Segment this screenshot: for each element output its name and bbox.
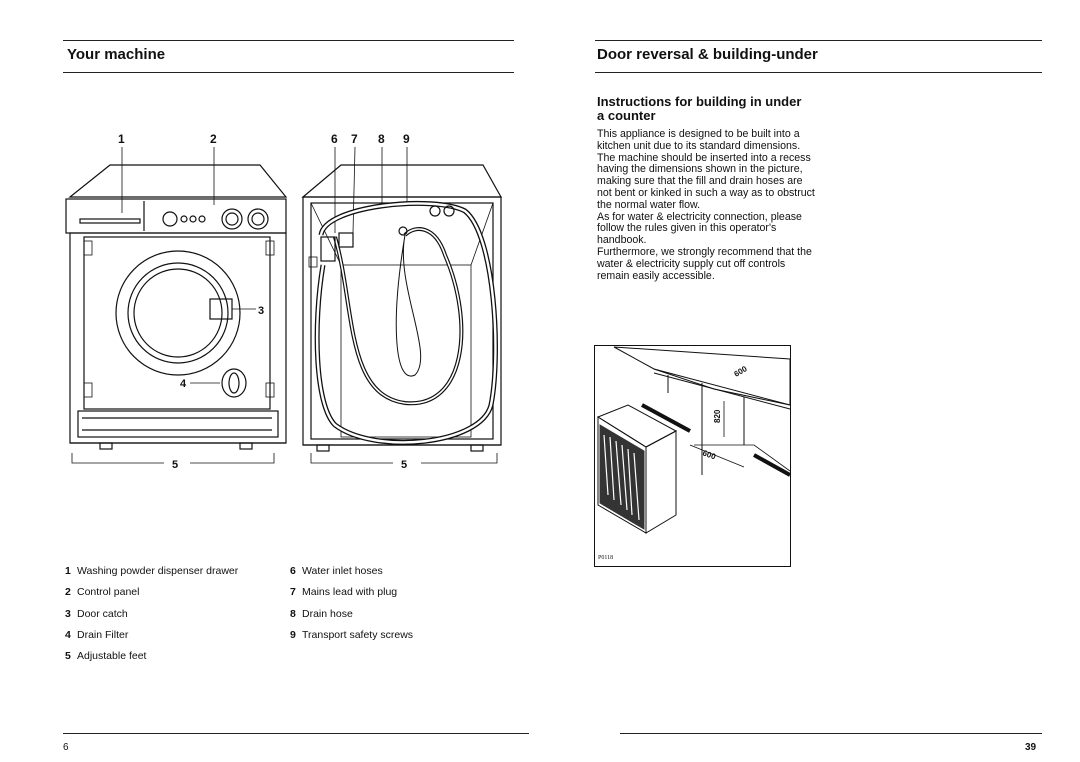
section-heading: Instructions for building in under a cou… <box>597 94 802 123</box>
paragraph: Furthermore, we strongly recommend that … <box>597 245 812 282</box>
building-under-figure: 600 820 600 P0118 <box>594 345 791 567</box>
left-page-number: 6 <box>63 742 69 753</box>
right-footer-rule <box>620 733 1042 734</box>
right-header-top-rule <box>595 40 1042 41</box>
callout-4: 4 <box>180 378 187 390</box>
left-header-top-rule <box>63 40 514 41</box>
callout-2: 2 <box>210 132 217 146</box>
machine-rear-illustration: 6 7 8 9 5 <box>301 132 503 471</box>
paragraph: This appliance is designed to be built i… <box>597 128 801 152</box>
left-footer-rule <box>63 733 529 734</box>
body-text: This appliance is designed to be built i… <box>597 128 817 282</box>
right-page-title: Door reversal & building-under <box>597 46 818 63</box>
figure-ref: P0118 <box>598 555 613 561</box>
callout-5-front: 5 <box>172 459 178 471</box>
callout-3: 3 <box>258 305 264 317</box>
paragraph: The machine should be inserted into a re… <box>597 151 815 211</box>
callout-6: 6 <box>331 132 338 146</box>
dim-height: 820 <box>713 409 722 423</box>
right-header-bottom-rule <box>595 72 1042 73</box>
left-page-title: Your machine <box>67 46 166 63</box>
right-page-number: 39 <box>1025 742 1037 753</box>
dim-depth: 600 <box>701 448 717 461</box>
callout-5-rear: 5 <box>401 459 407 471</box>
dim-width: 600 <box>733 364 750 379</box>
callout-8: 8 <box>378 132 385 146</box>
callout-9: 9 <box>403 132 410 146</box>
left-header-bottom-rule <box>63 72 514 73</box>
callout-7: 7 <box>351 132 358 146</box>
callout-1: 1 <box>118 132 125 146</box>
machine-front-illustration: 1 2 3 4 5 <box>65 132 288 471</box>
paragraph: As for water & electricity connection, p… <box>597 210 802 247</box>
